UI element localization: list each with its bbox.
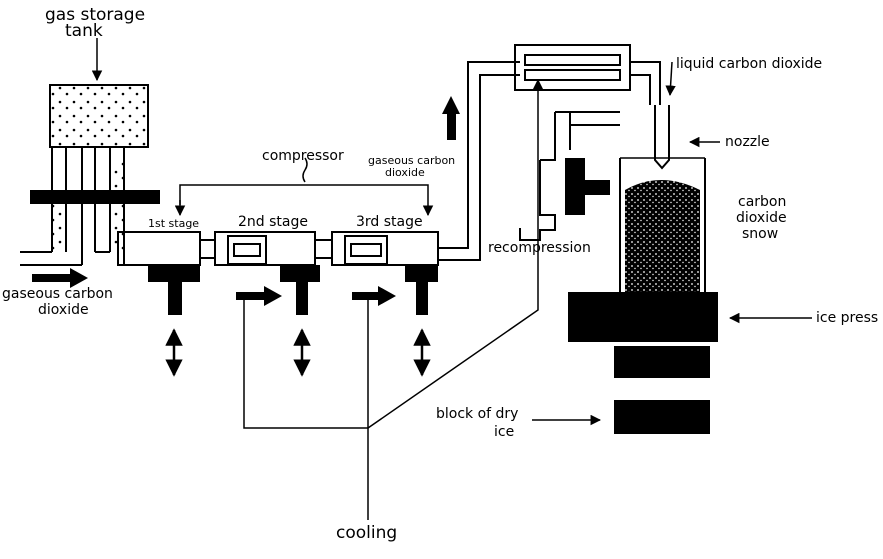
label-gas-storage-tank-2: tank: [65, 21, 103, 41]
label-co2-snow-2: dioxide: [736, 210, 787, 226]
condenser-unit: [514, 44, 661, 105]
label-gaseous-co2-return-2: dioxide: [385, 166, 425, 179]
nozzle: [654, 105, 670, 170]
label-dry-ice-block-2: ice: [494, 424, 514, 440]
label-gaseous-co2-in-2: dioxide: [38, 302, 89, 318]
label-ice-press: ice press: [816, 310, 878, 326]
label-stage-1: 1st stage: [148, 217, 199, 230]
recompression-unit: [519, 111, 620, 241]
dry-ice-block-upper: [614, 346, 710, 378]
label-nozzle: nozzle: [725, 134, 770, 150]
cooling-arrow-3: [352, 286, 396, 306]
piston-motion-arrows: [165, 328, 431, 377]
label-dry-ice-block-1: block of dry: [436, 406, 518, 422]
label-cooling: cooling: [336, 523, 397, 543]
label-liquid-co2: liquid carbon dioxide: [676, 56, 822, 72]
label-pointers: [532, 61, 812, 426]
snow-chamber: [619, 157, 706, 295]
label-gas-storage-tank-1: gas storage: [45, 5, 145, 25]
inlet-flow-arrow: [32, 268, 88, 288]
label-compressor: compressor: [262, 148, 344, 164]
label-stage-2: 2nd stage: [238, 214, 308, 230]
dry-ice-block: [614, 400, 710, 434]
inlet-pipe: [20, 251, 82, 266]
label-stage-3: 3rd stage: [356, 214, 423, 230]
label-co2-snow-3: snow: [742, 226, 778, 242]
gas-storage-tank: [30, 84, 160, 265]
label-gaseous-co2-return-1: gaseous carbon: [368, 154, 455, 167]
compressor-bracket: [179, 157, 434, 217]
cooling-lines: [243, 78, 544, 520]
label-recompression: recompression: [488, 240, 591, 256]
ice-press: [568, 292, 718, 342]
upward-flow-arrow: [442, 96, 460, 140]
piston-stage-3: [405, 265, 438, 315]
label-gaseous-co2-in-1: gaseous carbon: [2, 286, 113, 302]
intercooler-3: [344, 235, 388, 265]
intercooler-2: [227, 235, 267, 265]
piston-stage-1: [148, 265, 200, 315]
label-co2-snow-1: carbon: [738, 194, 786, 210]
cooling-arrow-2: [236, 286, 282, 306]
piston-stage-2: [280, 265, 320, 315]
